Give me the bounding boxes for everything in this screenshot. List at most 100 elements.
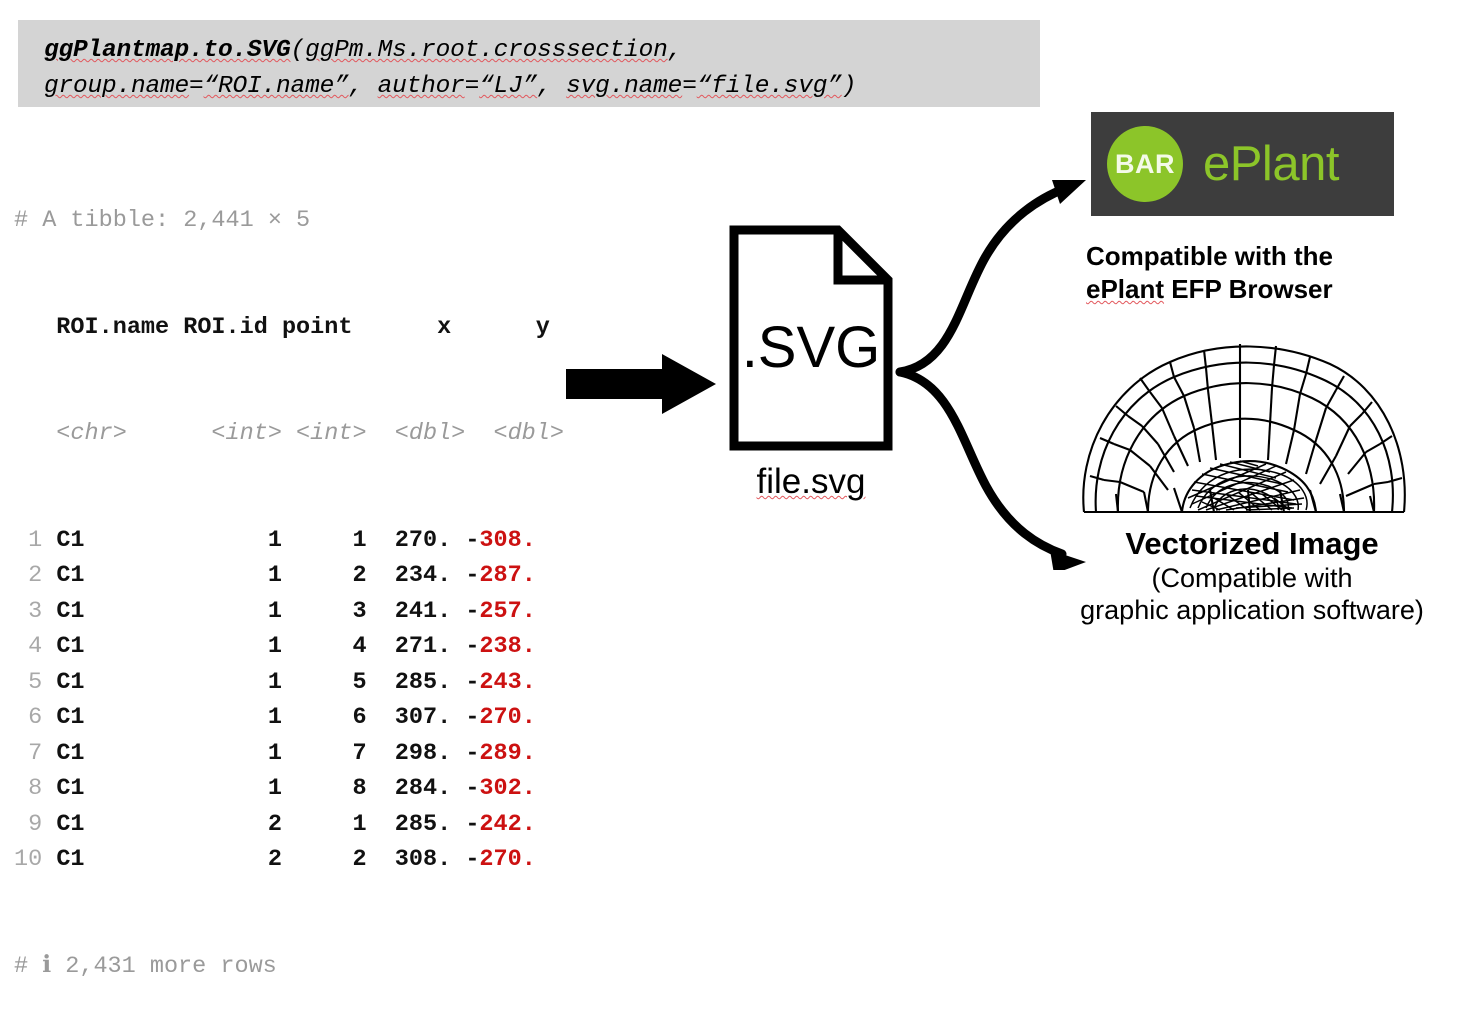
tibble-cell-roi-name: C1 bbox=[56, 526, 198, 554]
tibble-type-row: <chr> <int> <int> <dbl> <dbl> bbox=[14, 420, 564, 447]
code-call-line-2: group.name=“ROI.name”, author=“LJ”, svg.… bbox=[44, 69, 1040, 105]
tibble-row: 8 C1 1 8 284. -302. bbox=[14, 771, 564, 807]
tibble-cell-y-sign: - bbox=[465, 668, 480, 696]
tibble-cell-roi-name: C1 bbox=[56, 562, 198, 589]
tibble-row: 7 C1 1 7 298. -289. bbox=[14, 736, 564, 772]
tibble-cell-roi-id: 1 bbox=[197, 704, 297, 731]
tibble-meta-line: # A tibble: 2,441 × 5 bbox=[14, 207, 311, 234]
tibble-cell-point: 3 bbox=[296, 597, 381, 625]
tibble-cell-roi-name: C1 bbox=[56, 846, 198, 873]
tibble-rows: 1 C1 1 1 270. -308. 2 C1 1 2 234. -287. … bbox=[14, 523, 564, 878]
code-arg-author-key: author bbox=[377, 73, 465, 100]
tibble-cell-y: 243. bbox=[479, 668, 536, 696]
tibble-cell-y-sign: - bbox=[465, 775, 480, 802]
tibble-cell-y-sign: - bbox=[465, 562, 480, 589]
tibble-cell-y: 308. bbox=[479, 526, 536, 554]
tibble-cell-y: 302. bbox=[479, 775, 536, 802]
tibble-cell-y: 289. bbox=[479, 739, 536, 767]
eplant-caption: Compatible with the ePlant EFP Browser bbox=[1086, 240, 1416, 306]
tibble-cell-y: 257. bbox=[479, 597, 536, 625]
tibble-cell-y: 242. bbox=[479, 810, 536, 838]
tibble-console-output: # A tibble: 2,441 × 5 ROI.name ROI.id po… bbox=[14, 132, 564, 1020]
tibble-cell-y: 270. bbox=[479, 846, 536, 873]
tibble-row: 6 C1 1 6 307. -270. bbox=[14, 700, 564, 736]
tibble-cell-x: 271. bbox=[380, 633, 466, 660]
tibble-cell-y: 238. bbox=[479, 633, 536, 660]
conversion-arrow-icon bbox=[566, 354, 716, 414]
tibble-row: 10 C1 2 2 308. -270. bbox=[14, 842, 564, 878]
tibble-cell-point: 4 bbox=[296, 633, 381, 660]
svg-file-icon-label: .SVG bbox=[742, 315, 881, 380]
code-equals-2: = bbox=[464, 73, 480, 100]
code-comma-2: , bbox=[348, 73, 378, 100]
eplant-caption-emphasis: ePlant bbox=[1086, 274, 1165, 304]
eplant-caption-line-2: ePlant EFP Browser bbox=[1086, 273, 1416, 306]
tibble-row: 3 C1 1 3 241. -257. bbox=[14, 594, 564, 630]
tibble-cell-y-sign: - bbox=[465, 739, 480, 767]
tibble-cell-point: 8 bbox=[296, 775, 381, 802]
eplant-wordmark: ePlant bbox=[1203, 137, 1339, 191]
tibble-row: 4 C1 1 4 271. -238. bbox=[14, 629, 564, 665]
code-arg-svg-name-key: svg.name bbox=[566, 73, 683, 100]
arrowhead-up bbox=[1052, 180, 1086, 204]
code-equals-1: = bbox=[189, 73, 204, 100]
tibble-row-index: 3 bbox=[14, 597, 57, 625]
tibble-cell-roi-id: 1 bbox=[197, 562, 297, 589]
tibble-row-index: 5 bbox=[14, 668, 57, 696]
tibble-cell-point: 7 bbox=[296, 739, 381, 767]
tibble-cell-roi-id: 1 bbox=[197, 526, 297, 554]
code-open-paren: ( bbox=[290, 37, 306, 64]
vectorized-caption: Vectorized Image (Compatible with graphi… bbox=[1042, 526, 1462, 626]
tibble-cell-roi-id: 1 bbox=[197, 633, 297, 660]
tibble-row-index: 9 bbox=[14, 810, 57, 838]
tibble-cell-point: 1 bbox=[296, 810, 381, 838]
tibble-cell-roi-name: C1 bbox=[56, 633, 198, 660]
tibble-cell-point: 2 bbox=[296, 562, 381, 589]
tibble-row-index: 7 bbox=[14, 739, 57, 767]
tibble-cell-roi-id: 1 bbox=[197, 775, 297, 802]
tibble-row-index: 8 bbox=[14, 775, 57, 802]
tibble-row-index: 2 bbox=[14, 562, 57, 589]
tibble-cell-roi-id: 2 bbox=[197, 810, 297, 838]
vectorized-sub-line-1: (Compatible with bbox=[1151, 563, 1353, 593]
eplant-caption-line-1: Compatible with the bbox=[1086, 241, 1333, 271]
tibble-row: 9 C1 2 1 285. -242. bbox=[14, 807, 564, 843]
tibble-cell-point: 1 bbox=[296, 526, 381, 554]
svg-file-icon: .SVG bbox=[729, 225, 893, 451]
tibble-cell-x: 270. bbox=[380, 526, 466, 554]
tibble-row: 2 C1 1 2 234. -287. bbox=[14, 558, 564, 594]
tibble-cell-roi-id: 1 bbox=[197, 597, 297, 625]
tibble-cell-roi-name: C1 bbox=[56, 739, 198, 767]
bar-badge-label: BAR bbox=[1115, 148, 1175, 179]
code-arg-group-name-value: “ROI.name” bbox=[203, 73, 349, 100]
tibble-cell-x: 307. bbox=[380, 704, 466, 731]
tibble-cell-roi-name: C1 bbox=[56, 775, 198, 802]
tibble-cell-roi-id: 1 bbox=[197, 668, 297, 696]
code-close-paren: ) bbox=[841, 73, 857, 100]
code-comma-3: , bbox=[537, 73, 567, 100]
code-arg-svg-name-value: “file.svg” bbox=[696, 73, 842, 100]
tibble-cell-x: 241. bbox=[380, 597, 466, 625]
tibble-row-index: 1 bbox=[14, 526, 57, 554]
tibble-cell-roi-name: C1 bbox=[56, 810, 198, 838]
tibble-row: 1 C1 1 1 270. -308. bbox=[14, 523, 564, 559]
tibble-cell-roi-name: C1 bbox=[56, 597, 198, 625]
tibble-cell-y: 270. bbox=[479, 704, 536, 731]
tibble-cell-point: 6 bbox=[296, 704, 381, 731]
tibble-cell-roi-id: 1 bbox=[197, 739, 297, 767]
tibble-cell-point: 5 bbox=[296, 668, 381, 696]
tibble-cell-y-sign: - bbox=[465, 810, 480, 838]
code-call-block: ggPlantmap.to.SVG(ggPm.Ms.root.crosssect… bbox=[18, 20, 1040, 107]
arrowhead-down bbox=[1050, 550, 1086, 570]
tibble-cell-x: 285. bbox=[380, 668, 466, 696]
code-arg-group-name-key: group.name bbox=[44, 73, 190, 100]
tibble-cell-roi-id: 2 bbox=[197, 846, 297, 873]
tibble-cell-x: 234. bbox=[380, 562, 466, 589]
tibble-cell-y-sign: - bbox=[465, 846, 480, 873]
tibble-cell-y-sign: - bbox=[465, 526, 480, 554]
tibble-cell-roi-name: C1 bbox=[56, 704, 198, 731]
tibble-cell-y: 287. bbox=[479, 562, 536, 589]
code-arg-dataset: ggPm.Ms.root.crosssection bbox=[305, 37, 668, 64]
tibble-row-index: 6 bbox=[14, 704, 57, 731]
tibble-row: 5 C1 1 5 285. -243. bbox=[14, 665, 564, 701]
